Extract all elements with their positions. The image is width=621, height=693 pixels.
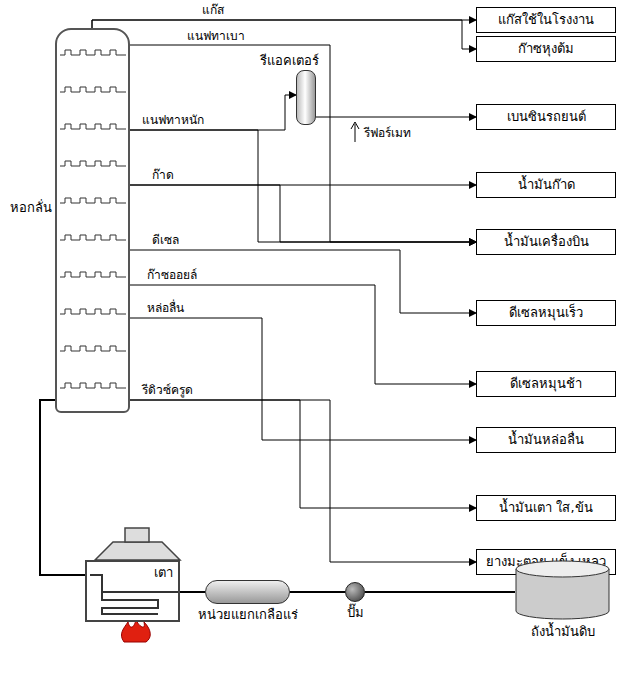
connector (290, 591, 345, 593)
connector (130, 318, 476, 440)
node-text: ถังน้ำมันดิบ (531, 624, 595, 640)
node-text: น้ำมันหล่อลื่น (508, 432, 584, 448)
product-box: น้ำมันก๊าด (476, 172, 616, 198)
node-text: เบนซินรถยนต์ (507, 109, 586, 125)
node-text: ดีเซลหมุนเร็ว (509, 305, 583, 321)
tray (60, 346, 126, 351)
small-arrow (351, 122, 359, 142)
node-text: น้ำมันเตา ใส,ข้น (499, 500, 592, 516)
product-box: แก๊สใช้ในโรงงาน (476, 7, 616, 33)
node-text: รีแอคเตอร์ (260, 53, 319, 69)
connector (130, 45, 476, 242)
tray (60, 50, 126, 55)
connector (130, 400, 476, 508)
crude-tank: ถังน้ำมันดิบ (515, 560, 610, 620)
furnace-hood (95, 542, 180, 560)
product-box: เบนซินรถยนต์ (476, 104, 616, 130)
node-text: ดีเซลหมุนช้า (510, 376, 582, 392)
tank-outline (515, 560, 610, 620)
product-box: น้ำมันเตา ใส,ข้น (476, 495, 616, 521)
node-text: หน่วยแยกเกลือแร่ (198, 607, 298, 623)
connector (40, 400, 85, 575)
node-text: แก๊สใช้ในโรงงาน (498, 12, 594, 28)
edge-label: ก๊าด (150, 168, 176, 183)
tank-top (516, 561, 609, 577)
edge-label: ก๊าซออยล์ (145, 268, 199, 283)
edge-label: หล่อลื่น (145, 301, 186, 316)
reactor: รีแอคเตอร์ (296, 70, 316, 125)
edge-label: แนฟทาเบา (185, 29, 247, 44)
edge-label: รีดิวซ์ครูด (140, 383, 195, 398)
product-box: ดีเซลหมุนเร็ว (476, 300, 616, 326)
product-box: ก๊าซหุงต้ม (476, 36, 616, 62)
connector (92, 20, 476, 28)
flame (121, 620, 150, 642)
connector (130, 285, 476, 384)
node-text: ปั๊ม (347, 605, 364, 621)
column-trays (60, 50, 126, 388)
tray (60, 272, 126, 277)
connector (316, 117, 476, 118)
product-box: ดีเซลหมุนช้า (476, 371, 616, 397)
connector (130, 130, 476, 242)
furnace: เตา (85, 560, 180, 622)
tray (60, 87, 126, 92)
tray (60, 161, 126, 166)
distillation-column: หอกลั่น (55, 28, 130, 413)
tray (60, 235, 126, 240)
edge-label: ดีเซล (150, 233, 181, 248)
connector (130, 95, 296, 130)
desalter: หน่วยแยกเกลือแร่ (205, 580, 290, 604)
edge-label: รีฟอร์เมท (362, 126, 413, 141)
pump: ปั๊ม (345, 582, 365, 602)
connector (130, 185, 476, 242)
node-text: น้ำมันก๊าด (518, 177, 575, 193)
furnace-chimney (125, 528, 149, 542)
product-box: น้ำมันเครื่องบิน (476, 229, 616, 255)
product-box: น้ำมันหล่อลื่น (476, 427, 616, 453)
node-text: หอกลั่น (10, 200, 52, 216)
tray (60, 124, 126, 129)
connector (180, 591, 205, 593)
tray (60, 309, 126, 314)
tray (60, 383, 126, 388)
tray (60, 198, 126, 203)
connector (365, 591, 515, 593)
node-text: เตา (154, 565, 173, 581)
furnace-coil (90, 575, 180, 614)
edge-label: แก๊ส (200, 3, 226, 18)
connector (130, 400, 476, 562)
edge-label: แนฟทาหนัก (140, 113, 206, 128)
node-text: ก๊าซหุงต้ม (518, 41, 574, 57)
node-text: น้ำมันเครื่องบิน (504, 234, 589, 250)
